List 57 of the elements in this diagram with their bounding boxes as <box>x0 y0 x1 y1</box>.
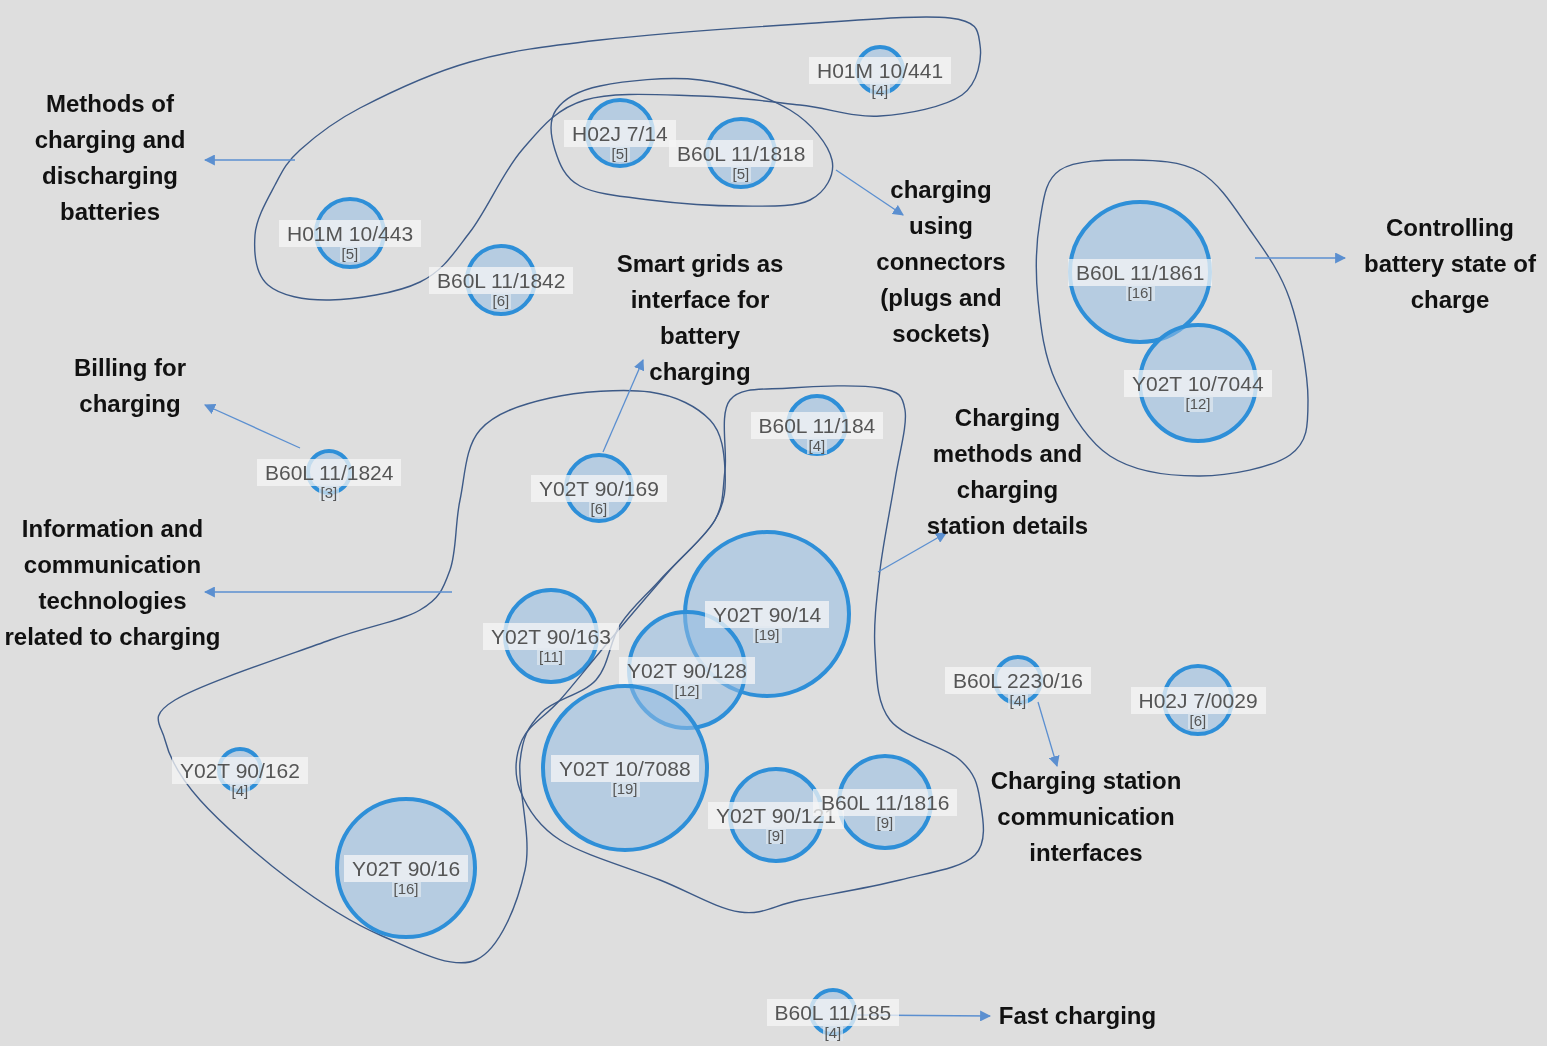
count-label: [6] <box>1187 712 1209 729</box>
code-label: B60L 11/1824 <box>257 459 402 486</box>
count-label: [16] <box>391 880 421 897</box>
count-label: [6] <box>588 500 610 517</box>
code-label: Y02T 90/128 <box>619 657 755 684</box>
code-label: Y02T 90/163 <box>483 623 619 650</box>
callout-label: Billing for charging <box>73 353 187 419</box>
arrow <box>1254 252 1347 264</box>
arrow <box>877 532 947 573</box>
code-label: B60L 2230/16 <box>945 667 1091 694</box>
callout-label: Controlling battery state of charge <box>1362 213 1537 315</box>
count-label: [12] <box>1183 395 1213 412</box>
code-label: H01M 10/443 <box>279 220 422 247</box>
count-label: [16] <box>1125 284 1155 301</box>
count-label: [4] <box>1007 692 1029 709</box>
count-label: [9] <box>765 827 787 844</box>
count-label: [3] <box>318 484 340 501</box>
code-label: Y02T 10/7088 <box>551 755 699 782</box>
count-label: [5] <box>609 145 631 162</box>
count-label: [4] <box>229 782 251 799</box>
count-label: [4] <box>869 82 891 99</box>
count-label: [19] <box>610 780 640 797</box>
count-label: [11] <box>537 648 565 665</box>
code-label: H02J 7/14 <box>564 120 676 147</box>
arrow <box>203 154 296 166</box>
count-label: [4] <box>822 1024 844 1041</box>
count-label: [19] <box>752 626 782 643</box>
arrow <box>602 359 645 453</box>
callout-label: Fast charging <box>997 1001 1158 1031</box>
code-label: Y02T 90/169 <box>531 475 667 502</box>
arrow <box>204 404 301 449</box>
callout-label: Charging station communication interfaces <box>989 766 1183 868</box>
code-label: Y02T 90/16 <box>344 855 469 882</box>
arrow <box>835 169 904 216</box>
code-label: B60L 11/184 <box>750 412 884 439</box>
code-label: Y02T 90/162 <box>172 757 308 784</box>
count-label: [9] <box>874 814 896 831</box>
arrow <box>1037 701 1060 768</box>
code-label: Y02T 90/14 <box>705 601 830 628</box>
count-label: [12] <box>672 682 702 699</box>
callout-label: Information and communication technologies related to charging <box>3 514 222 652</box>
count-label: [5] <box>730 165 752 182</box>
code-label: B60L 11/1842 <box>429 267 574 294</box>
count-label: [5] <box>339 245 361 262</box>
code-label: Y02T 10/7044 <box>1124 370 1272 397</box>
callout-label: Smart grids as interface for battery charging <box>615 249 785 387</box>
code-label: H01M 10/441 <box>809 57 952 84</box>
code-label: B60L 11/1818 <box>669 140 814 167</box>
count-label: [4] <box>806 437 828 454</box>
callout-label: charging using connectors (plugs and sockets) <box>875 175 1007 349</box>
code-label: B60L 11/1861 <box>1068 259 1213 286</box>
callout-label: Charging methods and charging station details <box>925 403 1090 541</box>
code-label: H02J 7/0029 <box>1130 687 1266 714</box>
callout-label: Methods of charging and discharging batteries <box>33 89 187 227</box>
count-label: [6] <box>490 292 512 309</box>
arrow <box>203 586 453 598</box>
code-label: B60L 11/185 <box>766 999 900 1026</box>
